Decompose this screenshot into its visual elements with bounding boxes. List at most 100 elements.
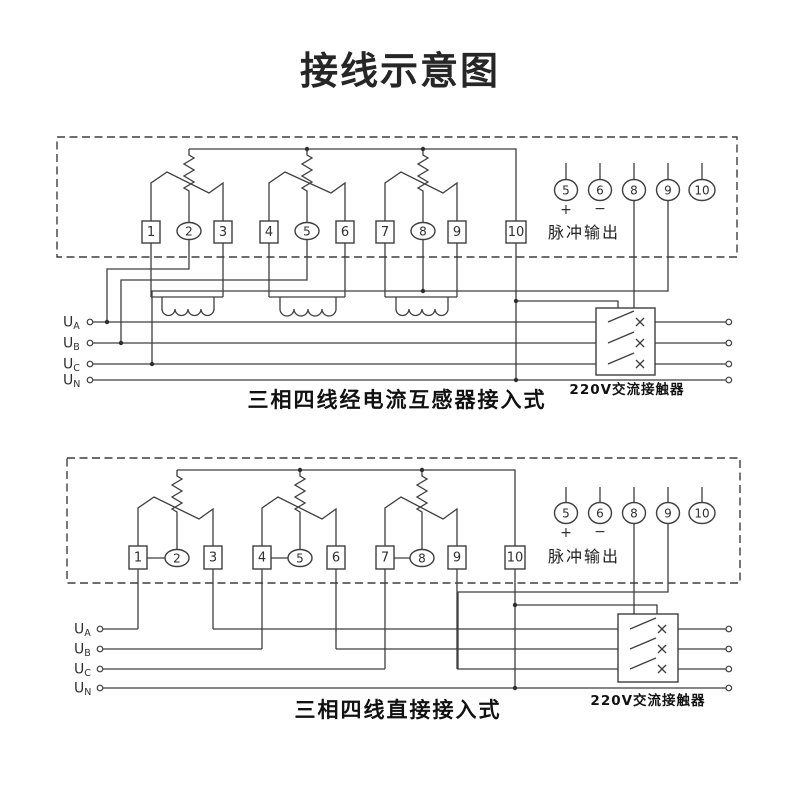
svg-text:6: 6 <box>596 184 604 198</box>
page-title: 接线示意图 <box>299 49 500 93</box>
pulse-plus-label: + <box>560 525 572 541</box>
pulse-terminal-10: 10 <box>688 501 716 525</box>
contactor-label: 220V交流接触器 <box>590 692 705 709</box>
pulse-terminal-5: 5 <box>553 501 579 525</box>
pulse-minus-label: − <box>594 524 606 540</box>
svg-text:10: 10 <box>507 551 524 566</box>
terminal-box-9: 9 <box>447 220 467 244</box>
phase-label-un: UN <box>74 681 91 699</box>
terminal-box-9: 9 <box>447 545 467 570</box>
svg-text:6: 6 <box>341 225 349 240</box>
svg-text:8: 8 <box>630 184 638 198</box>
terminal-circle-5: 5 <box>287 548 313 568</box>
diagram-ct-connection: UA UB UC UN 1 3 4 6 7 9 10 2 5 8 5 6 8 9… <box>56 136 738 412</box>
pulse-terminal-9: 9 <box>655 501 681 525</box>
terminal-box-10: 10 <box>505 220 527 244</box>
svg-text:6: 6 <box>596 507 604 521</box>
pulse-plus-label: + <box>560 202 572 218</box>
ac-contactor <box>595 307 656 376</box>
contactor-contact-marks <box>657 624 667 674</box>
phase-label-uc: UC <box>74 662 91 680</box>
svg-text:5: 5 <box>296 552 304 566</box>
diagram-caption-ct: 三相四线经电流互感器接入式 <box>248 387 547 412</box>
meter-boundary <box>56 136 738 258</box>
terminal-box-3: 3 <box>213 220 233 244</box>
svg-text:10: 10 <box>694 184 709 198</box>
pulse-terminal-6: 6 <box>587 501 613 525</box>
contactor-contact-marks <box>635 317 645 369</box>
svg-text:3: 3 <box>219 225 227 240</box>
diagram-caption-direct: 三相四线直接接入式 <box>295 697 502 722</box>
svg-text:2: 2 <box>173 552 181 566</box>
phase-input-terminals <box>86 318 94 384</box>
svg-text:9: 9 <box>453 225 461 240</box>
svg-text:1: 1 <box>147 225 155 240</box>
pulse-terminal-8: 8 <box>621 178 647 202</box>
svg-text:10: 10 <box>508 225 525 240</box>
svg-text:7: 7 <box>381 225 389 240</box>
svg-text:4: 4 <box>265 225 273 240</box>
terminal-box-7: 7 <box>375 220 395 244</box>
pulse-output-terminals: 5 6 8 9 10 + − 脉冲输出 <box>548 501 716 566</box>
svg-text:9: 9 <box>664 507 672 521</box>
terminal-circle-2: 2 <box>164 548 190 568</box>
terminal-circle-8: 8 <box>409 548 435 568</box>
diagram-direct-connection: UA UB UC UN 1 3 4 6 7 9 10 2 5 8 5 6 8 9… <box>66 457 741 722</box>
svg-text:8: 8 <box>419 225 427 239</box>
pulse-output-label: 脉冲输出 <box>548 547 620 566</box>
pulse-output-label: 脉冲输出 <box>548 223 620 242</box>
svg-text:5: 5 <box>562 507 570 521</box>
crossed-terminal-wires <box>137 496 458 546</box>
pulse-terminal-6: 6 <box>587 178 613 202</box>
terminal-circle-8: 8 <box>410 221 436 241</box>
contactor-switch-blades <box>629 617 657 670</box>
svg-text:3: 3 <box>209 551 217 566</box>
load-output-terminals <box>725 625 733 692</box>
voltage-coil-resistors <box>170 470 429 550</box>
terminal-circle-2: 2 <box>176 221 202 241</box>
phase-input-terminals <box>96 625 104 692</box>
phase-label-ub: UB <box>74 642 91 660</box>
phase-label-ua: UA <box>63 315 80 333</box>
terminal-box-6: 6 <box>335 220 355 244</box>
terminal-box-1: 1 <box>128 545 148 570</box>
pulse-terminal-5: 5 <box>553 178 579 202</box>
svg-text:7: 7 <box>381 551 389 566</box>
svg-text:1: 1 <box>134 551 142 566</box>
phase-label-ub: UB <box>63 336 80 354</box>
contactor-label: 220V交流接触器 <box>569 381 684 398</box>
pulse-minus-label: − <box>594 201 606 217</box>
svg-text:8: 8 <box>418 552 426 566</box>
phase-label-uc: UC <box>63 357 80 375</box>
contactor-body <box>595 307 656 376</box>
svg-text:2: 2 <box>185 225 193 239</box>
terminal-box-4: 4 <box>259 220 279 244</box>
contactor-switch-blades <box>607 310 635 365</box>
wires <box>93 148 726 381</box>
terminal-box-10: 10 <box>504 545 526 570</box>
svg-text:10: 10 <box>694 507 709 521</box>
svg-text:8: 8 <box>630 507 638 521</box>
svg-text:9: 9 <box>664 184 672 198</box>
pulse-terminal-8: 8 <box>621 501 647 525</box>
terminal-box-6: 6 <box>326 545 346 570</box>
wires <box>103 469 726 689</box>
terminal-circle-5: 5 <box>294 221 320 241</box>
load-output-terminals <box>725 318 733 384</box>
contactor-body <box>617 613 679 683</box>
junction-dots <box>104 146 519 383</box>
phase-label-ua: UA <box>74 622 91 640</box>
svg-text:5: 5 <box>303 225 311 239</box>
junction-dots <box>297 467 518 691</box>
svg-text:5: 5 <box>562 184 570 198</box>
current-transformer-coils <box>161 308 449 317</box>
svg-text:9: 9 <box>453 551 461 566</box>
phase-label-un: UN <box>63 373 80 391</box>
terminal-box-4: 4 <box>252 545 272 570</box>
terminal-box-3: 3 <box>203 545 223 570</box>
terminal-box-7: 7 <box>375 545 395 570</box>
svg-text:6: 6 <box>332 551 340 566</box>
ac-contactor <box>617 613 679 683</box>
voltage-coil-resistors <box>182 149 430 222</box>
